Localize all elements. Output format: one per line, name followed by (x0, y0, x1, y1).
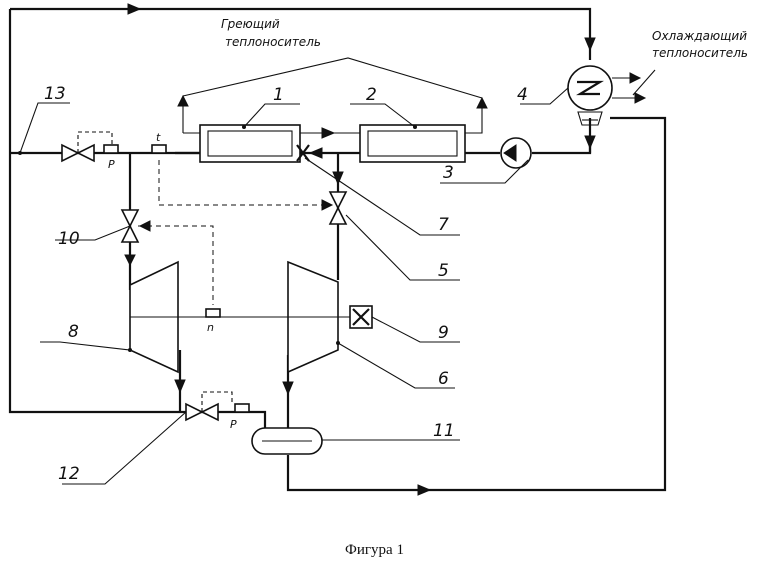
inlet-valve (18, 132, 118, 161)
cooling-leader (633, 70, 655, 95)
flow-arrows (125, 4, 595, 495)
number-3: 3 (443, 163, 454, 183)
condenser-4 (568, 66, 645, 125)
piping (10, 9, 665, 490)
number-7: 7 (438, 215, 449, 235)
cooling-label-line2: теплоноситель (652, 46, 748, 60)
sensor-p-top-label: P (108, 158, 115, 171)
number-4: 4 (517, 85, 528, 105)
valve-12 (186, 392, 249, 420)
sensor-n-label: n (207, 321, 214, 334)
sensor-p-bottom-label: P (230, 418, 237, 431)
number-9: 9 (438, 323, 449, 343)
valve-5 (322, 192, 346, 224)
number-5: 5 (438, 261, 449, 281)
number-13: 13 (44, 84, 66, 104)
generator-9 (350, 306, 372, 328)
heating-label-line1: Греющий (221, 17, 280, 31)
separator-11 (252, 428, 322, 454)
number-2: 2 (366, 85, 377, 105)
number-12: 12 (58, 464, 80, 484)
heating-medium-leaders (183, 58, 482, 98)
figure-caption: Фигура 1 (345, 542, 404, 558)
cooling-label-line1: Охлаждающий (652, 29, 747, 43)
pump-3 (501, 138, 531, 168)
number-10: 10 (58, 229, 80, 249)
number-1: 1 (273, 85, 284, 105)
heating-label-line2: теплоноситель (225, 35, 321, 49)
number-8: 8 (68, 322, 79, 342)
number-11: 11 (433, 421, 455, 441)
sensor-t-label: t (156, 131, 161, 144)
number-6: 6 (438, 369, 449, 389)
